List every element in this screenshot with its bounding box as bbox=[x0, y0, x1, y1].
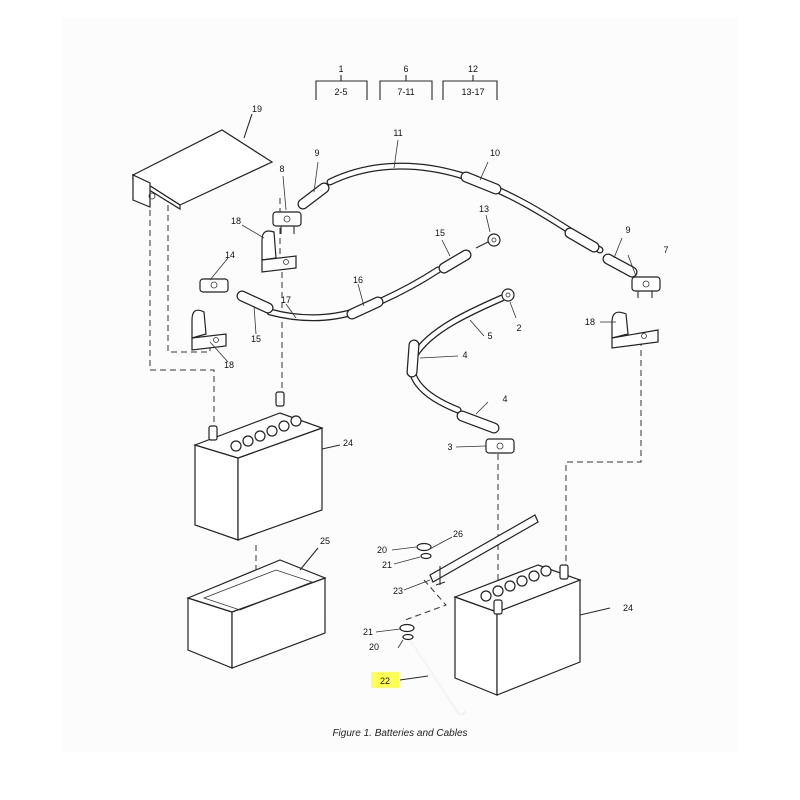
callout-24: 24 bbox=[623, 603, 633, 613]
callout-20: 20 bbox=[377, 545, 387, 555]
callout-10: 10 bbox=[490, 148, 500, 158]
kit-item-label: 6 bbox=[403, 64, 408, 74]
callout-18: 18 bbox=[224, 360, 234, 370]
callout-2: 2 bbox=[516, 323, 521, 333]
callout-8: 8 bbox=[279, 164, 284, 174]
callout-20: 20 bbox=[369, 642, 379, 652]
assembly-dashed-lines bbox=[149, 198, 642, 625]
callout-9: 9 bbox=[314, 148, 319, 158]
callout-4: 4 bbox=[502, 394, 507, 404]
battery-item-24-left bbox=[193, 391, 341, 541]
kit-item-label: 1 bbox=[338, 64, 343, 74]
battery-box-item-25 bbox=[186, 547, 327, 669]
cable-assembly-middle bbox=[199, 233, 501, 322]
kit-group-1: 1 2-5 bbox=[315, 64, 368, 100]
callout-26: 26 bbox=[453, 529, 463, 539]
callout-14: 14 bbox=[225, 250, 235, 260]
clamp-item-18-right bbox=[611, 311, 659, 349]
callout-15: 15 bbox=[435, 228, 445, 238]
callout-22: 22 bbox=[380, 676, 390, 686]
callout-4: 4 bbox=[462, 350, 467, 360]
callout-13: 13 bbox=[479, 204, 489, 214]
callout-18: 18 bbox=[231, 216, 241, 226]
kit-range-label: 13-17 bbox=[461, 87, 484, 97]
callout-11: 11 bbox=[393, 128, 402, 138]
callout-21: 21 bbox=[363, 627, 373, 637]
callout-18: 18 bbox=[585, 317, 595, 327]
callout-21: 21 bbox=[382, 560, 392, 570]
kit-item-label: 12 bbox=[468, 64, 478, 74]
kit-range-label: 2-5 bbox=[334, 87, 347, 97]
clamp-item-18-upper bbox=[261, 230, 297, 273]
callout-7: 7 bbox=[663, 245, 668, 255]
callout-17: 17 bbox=[281, 295, 291, 305]
kit-range-label: 7-11 bbox=[397, 87, 414, 97]
leader-lines bbox=[209, 139, 637, 649]
callout-3: 3 bbox=[447, 442, 452, 452]
callout-5: 5 bbox=[487, 331, 492, 341]
callout-16: 16 bbox=[353, 275, 363, 285]
callout-22-highlight bbox=[371, 672, 399, 688]
callout-15: 15 bbox=[251, 334, 261, 344]
clamp-item-18-left bbox=[191, 309, 227, 351]
callout-9: 9 bbox=[625, 225, 630, 235]
hold-down-hardware bbox=[399, 514, 539, 716]
battery-item-24-right bbox=[453, 564, 611, 696]
callout-labels: 2 3 4 4 5 7 8 9 9 10 11 13 14 15 15 16 1… bbox=[224, 104, 669, 686]
callout-23: 23 bbox=[393, 586, 403, 596]
cable-assembly-top bbox=[272, 162, 661, 298]
kit-group-6: 6 7-11 bbox=[379, 64, 433, 100]
cable-assembly-lower bbox=[406, 288, 515, 454]
callout-25: 25 bbox=[320, 536, 330, 546]
battery-cover-item-19 bbox=[131, 113, 274, 211]
callout-19: 19 bbox=[252, 104, 262, 114]
figure-caption: Figure 1. Batteries and Cables bbox=[332, 728, 468, 739]
callout-24: 24 bbox=[343, 438, 353, 448]
kit-group-12: 12 13-17 bbox=[442, 64, 498, 100]
